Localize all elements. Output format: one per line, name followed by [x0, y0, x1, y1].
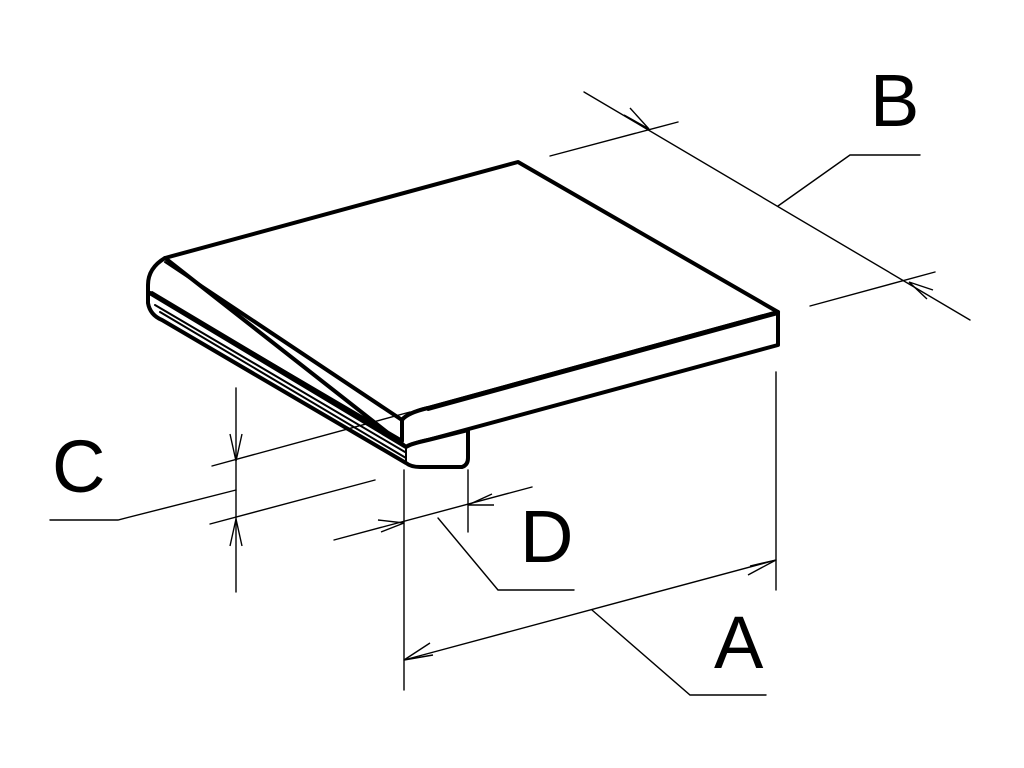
dimension-c: C — [49, 387, 411, 593]
dimension-b: B — [549, 59, 971, 321]
dimension-b-arrow-back — [623, 107, 650, 130]
dimension-d: D — [333, 469, 575, 591]
dimension-c-extension-top — [211, 411, 411, 467]
dimension-c-arrow-bottom — [229, 518, 243, 547]
dimension-d-arrow-left — [377, 519, 405, 533]
dimension-a-arrow-left — [403, 642, 434, 661]
dimension-b-arrow-front — [908, 281, 934, 300]
dimension-a-line — [403, 559, 777, 661]
dimension-b-extension-back — [549, 121, 679, 157]
tile-underside-strip — [146, 290, 470, 469]
dimension-c-extension-bottom — [209, 479, 376, 525]
dimension-d-line — [333, 486, 533, 541]
step-tile — [146, 160, 780, 469]
dimension-b-leader — [777, 154, 921, 207]
tile-nosing-mid-line — [151, 291, 403, 442]
dimension-a-arrow-right — [747, 559, 777, 576]
dimension-a-label: A — [714, 601, 764, 684]
dimension-b-line — [583, 91, 971, 321]
tile-top-face — [163, 160, 780, 422]
dimension-d-label: D — [520, 495, 573, 578]
dimension-b-extension-front — [809, 271, 936, 307]
dimension-c-arrow-top — [229, 433, 243, 462]
dimension-d-arrow-right — [467, 493, 494, 506]
dimension-a: A — [403, 371, 777, 696]
tile-top-edge-line — [164, 261, 403, 421]
tile-under-line-2 — [159, 311, 407, 459]
dimension-a-leader — [591, 609, 767, 696]
tile-under-line-1 — [154, 304, 406, 453]
dimension-c-label: C — [52, 425, 105, 508]
dimension-d-leader — [437, 517, 575, 591]
tile-front-edge-line — [427, 313, 779, 411]
dimension-b-label: B — [870, 59, 919, 142]
dimension-c-leader — [49, 489, 237, 521]
